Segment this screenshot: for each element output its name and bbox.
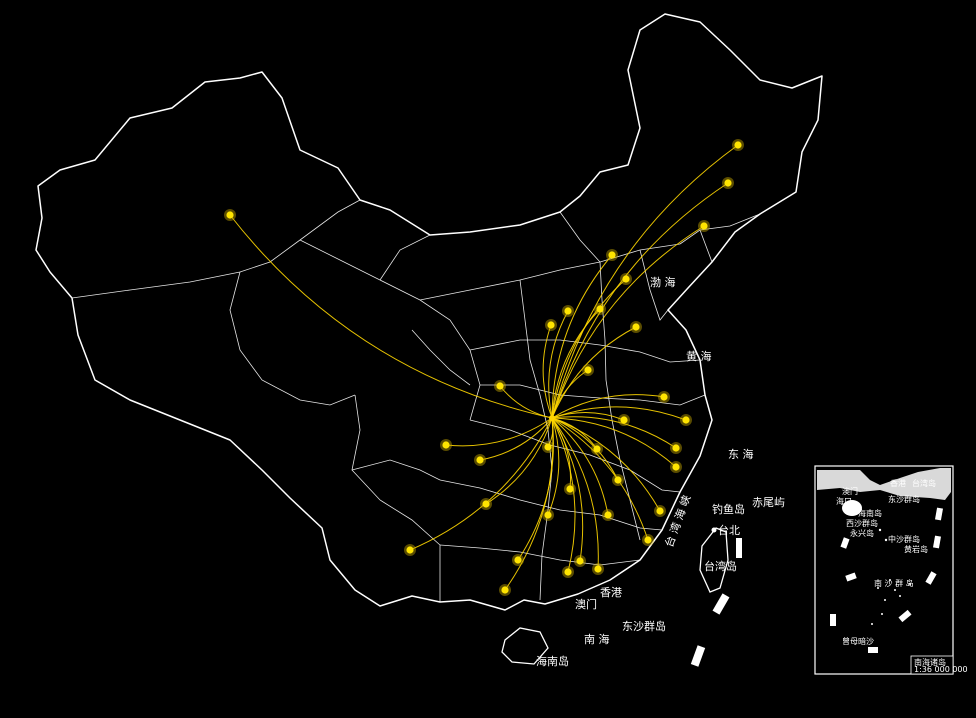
- origin-node[interactable]: [476, 456, 484, 464]
- flow-line: [548, 310, 569, 419]
- origin-node[interactable]: [622, 275, 630, 283]
- label-donghai: 东 海: [728, 447, 754, 461]
- flow-line: [551, 417, 576, 573]
- flow-line: [409, 417, 553, 551]
- flow-lines: [229, 144, 739, 591]
- origin-node[interactable]: [501, 586, 509, 594]
- label-taibei: 台北: [718, 523, 740, 537]
- origin-node[interactable]: [226, 211, 234, 219]
- taibei-marker: [711, 527, 717, 533]
- flow-line: [551, 369, 589, 419]
- inset-label-xisha: 西沙群岛: [846, 518, 878, 528]
- inset-label-taiwan: 台湾岛: [912, 478, 936, 488]
- flow-line: [485, 417, 553, 505]
- flow-line: [551, 182, 729, 419]
- label-nanhai: 南 海: [584, 632, 610, 646]
- origin-node[interactable]: [700, 222, 708, 230]
- origin-node[interactable]: [564, 307, 572, 315]
- origin-node[interactable]: [442, 441, 450, 449]
- origin-node[interactable]: [496, 382, 504, 390]
- origin-node[interactable]: [596, 305, 604, 313]
- label-chiweiyu: 赤尾屿: [752, 496, 785, 509]
- flow-line: [504, 417, 554, 591]
- inset-label-aomen: 澳门: [842, 486, 858, 496]
- origin-node[interactable]: [406, 546, 414, 554]
- maritime-boundary: [690, 538, 742, 667]
- origin-node[interactable]: [644, 536, 652, 544]
- label-dongsha: 东沙群岛: [622, 619, 666, 633]
- inset-scale: 1:36 000 000: [914, 665, 968, 674]
- origin-node[interactable]: [734, 141, 742, 149]
- flow-line: [551, 417, 649, 541]
- origin-node[interactable]: [682, 416, 690, 424]
- central-hub[interactable]: [549, 415, 555, 421]
- inset-label-huangyan: 黄岩岛: [904, 544, 928, 554]
- flow-line: [445, 417, 553, 447]
- origin-node[interactable]: [604, 511, 612, 519]
- label-bohai: 渤 海: [650, 275, 676, 289]
- flow-line: [229, 214, 553, 419]
- inset-label-zhongsha: 中沙群岛: [888, 534, 920, 544]
- flow-line: [542, 324, 553, 419]
- origin-node[interactable]: [672, 463, 680, 471]
- inset-label-xianggang: 香港: [890, 478, 906, 488]
- origin-node[interactable]: [584, 366, 592, 374]
- label-aomen: 澳门: [575, 597, 597, 611]
- inset-label-yongxing: 永兴岛: [850, 528, 874, 538]
- inset-label-haikou: 海口: [836, 496, 852, 506]
- origin-node[interactable]: [620, 416, 628, 424]
- inset-label-hainan: 海南岛: [858, 508, 882, 518]
- label-huanghai: 黄 海: [686, 349, 712, 363]
- hainan-outline: [501, 627, 549, 665]
- flow-line: [551, 406, 687, 421]
- flow-line: [479, 417, 553, 461]
- origin-node[interactable]: [656, 507, 664, 515]
- flow-line: [551, 417, 599, 570]
- origin-node[interactable]: [672, 444, 680, 452]
- flow-line: [551, 308, 601, 419]
- flow-line: [551, 417, 619, 481]
- flow-line: [551, 278, 627, 419]
- inset-label-dongsha: 东沙群岛: [888, 494, 920, 504]
- flow-line: [547, 417, 560, 516]
- flow-line: [551, 417, 677, 468]
- flow-line: [551, 394, 665, 419]
- label-taiwan-dao: 台湾岛: [704, 559, 737, 573]
- origin-node[interactable]: [564, 568, 572, 576]
- label-diaoyudao: 钓鱼岛: [712, 502, 745, 516]
- inset-label-zengmu: 曾母暗沙: [842, 636, 874, 646]
- origin-node[interactable]: [724, 179, 732, 187]
- origin-node[interactable]: [544, 511, 552, 519]
- origin-node[interactable]: [566, 485, 574, 493]
- inset-title: 南海诸岛: [914, 657, 946, 667]
- flow-line: [551, 417, 609, 516]
- label-hainan: 海南岛: [536, 654, 569, 668]
- flow-line: [551, 225, 705, 419]
- origin-node[interactable]: [482, 500, 490, 508]
- flow-line: [551, 144, 739, 419]
- origin-node[interactable]: [594, 565, 602, 573]
- flow-line: [551, 254, 613, 419]
- origin-node[interactable]: [593, 445, 601, 453]
- origin-node[interactable]: [660, 393, 668, 401]
- origin-nodes: [224, 139, 744, 596]
- origin-node[interactable]: [514, 556, 522, 564]
- flow-line: [551, 416, 677, 449]
- china-outline: [35, 13, 823, 611]
- flow-line: [551, 417, 584, 562]
- origin-node[interactable]: [547, 321, 555, 329]
- origin-node[interactable]: [632, 323, 640, 331]
- south-china-sea-inset: 香港 澳门 台湾岛 东沙群岛 海口 海南岛 西沙群岛 永兴岛 中沙群岛 黄岩岛 …: [814, 465, 968, 675]
- origin-node[interactable]: [608, 251, 616, 259]
- taiwan-outline: [699, 527, 729, 593]
- flow-line: [551, 417, 661, 512]
- origin-node[interactable]: [544, 443, 552, 451]
- origin-node[interactable]: [614, 476, 622, 484]
- inset-label-nansha: 南 沙 群 岛: [874, 578, 914, 588]
- label-xianggang: 香港: [600, 586, 622, 599]
- origin-node[interactable]: [576, 557, 584, 565]
- flow-line: [499, 385, 553, 419]
- flow-line: [551, 326, 637, 419]
